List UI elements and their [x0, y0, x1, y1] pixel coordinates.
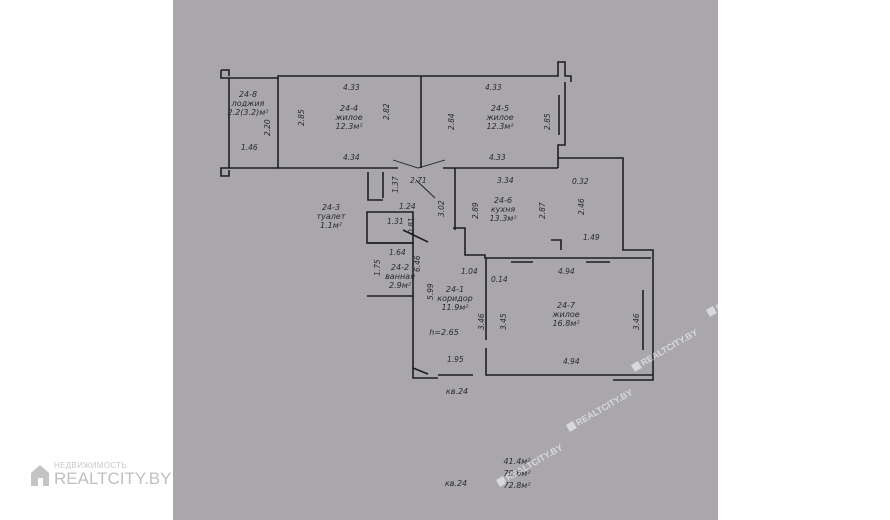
dimension-label: 4.33	[343, 83, 360, 92]
unit-label: кв.24	[446, 387, 468, 396]
dimension-label: 1.75	[373, 259, 382, 276]
dimension-label: 2.87	[538, 202, 547, 219]
room-name: коридор	[437, 294, 473, 303]
walls	[220, 61, 654, 381]
room-name: кухня	[491, 205, 516, 214]
dimension-label: 2.89	[471, 202, 480, 219]
room-id: 24-7	[557, 301, 576, 310]
floor-plan: 4.33 4.33 2.20 2.85 2.82 2.84 2.85 1.46 4.34 4.33…	[220, 61, 654, 490]
dimension-label: 1.04	[461, 267, 478, 276]
dimension-label: 0.32	[572, 177, 589, 186]
room-name: жилое	[551, 310, 579, 319]
dimension-label: 3.46	[632, 313, 641, 330]
dimension-label: 2.82	[382, 103, 391, 120]
dimension-label: 2.71	[410, 176, 427, 185]
summary-gross-area: 72.8м²	[503, 481, 531, 490]
dimension-label: 1.37	[391, 176, 400, 193]
room-name: лоджия	[231, 99, 265, 108]
dimension-label: 3.34	[497, 176, 514, 185]
room-area: 2.2(3.2)м²	[228, 108, 270, 117]
dimension-label: 1.95	[447, 355, 464, 364]
logo-tagline: НЕДВИЖИМОСТЬ	[54, 461, 127, 470]
dimension-label: 0.81	[407, 217, 416, 234]
room-area: 12.3м²	[335, 122, 363, 131]
room-id: 24-8	[239, 90, 257, 99]
dimension-label: 3.46	[477, 313, 486, 330]
room-area: 11.9м²	[441, 303, 469, 312]
dimension-label: 1.24	[399, 202, 416, 211]
dimension-label: 1.49	[583, 233, 600, 242]
dimension-label: 2.20	[263, 119, 272, 136]
room-name: ванная	[385, 272, 415, 281]
summary-unit: кв.24	[445, 479, 467, 488]
watermark-small: REALTCITY.BY	[792, 272, 861, 318]
realtcity-logo: НЕДВИЖИМОСТЬ REALTCITY.BY	[30, 461, 171, 488]
room-id: 24-3	[322, 203, 340, 212]
dimension-label: 1.64	[389, 248, 406, 257]
room-id: 24-2	[391, 263, 409, 272]
room-area: 12.3м²	[486, 122, 514, 131]
dimension-label: 3.02	[437, 200, 446, 217]
room-area: 16.8м²	[552, 319, 580, 328]
dimension-label: 6.46	[413, 255, 422, 272]
dimension-label: 4.33	[485, 83, 502, 92]
room-id: 24-6	[494, 196, 512, 205]
dimension-label: 2.85	[543, 113, 552, 130]
room-name: туалет	[317, 212, 346, 221]
ceiling-height: h=2.65	[429, 328, 459, 337]
dimension-label: 0.14	[491, 275, 508, 284]
dimension-label: 2.46	[577, 198, 586, 215]
door-marks	[392, 159, 446, 199]
room-name: жилое	[334, 113, 362, 122]
plan-sheet: 4.33 4.33 2.20 2.85 2.82 2.84 2.85 1.46 4.34 4.33…	[173, 0, 774, 520]
room-area: 13.3м²	[489, 214, 517, 223]
dimension-label: 1.31	[387, 217, 404, 226]
dimension-label: 1.46	[241, 143, 258, 152]
watermark-small: REALTCITY.BY	[772, 392, 841, 438]
room-id: 24-1	[446, 285, 464, 294]
room-area: 1.1м²	[320, 221, 343, 230]
room-area: 2.9м²	[389, 281, 412, 290]
dimension-label: 4.34	[343, 153, 360, 162]
room-name: жилое	[485, 113, 513, 122]
dimension-label: 5.99	[426, 283, 435, 300]
house-logo-icon	[31, 464, 49, 486]
room-id: 24-4	[340, 104, 358, 113]
dimension-label: 2.85	[297, 109, 306, 126]
dimension-label: 3.45	[499, 313, 508, 330]
plan-labels: 4.33 4.33 2.20 2.85 2.82 2.84 2.85 1.46 4.34 4.33…	[228, 83, 641, 490]
dimension-label: 2.84	[447, 113, 456, 130]
watermark-small: REALTCITY.BY	[852, 212, 890, 258]
dimension-label: 4.94	[558, 267, 575, 276]
room-id: 24-5	[491, 104, 509, 113]
dimension-label: 4.33	[489, 153, 506, 162]
watermark-small: REALTCITY.BY	[757, 472, 826, 518]
summary-total-area: 70.6м²	[503, 469, 531, 478]
summary-living-area: 41.4м²	[503, 457, 531, 466]
logo-brand: REALTCITY.BY	[54, 469, 172, 488]
dimension-label: 4.94	[563, 357, 580, 366]
